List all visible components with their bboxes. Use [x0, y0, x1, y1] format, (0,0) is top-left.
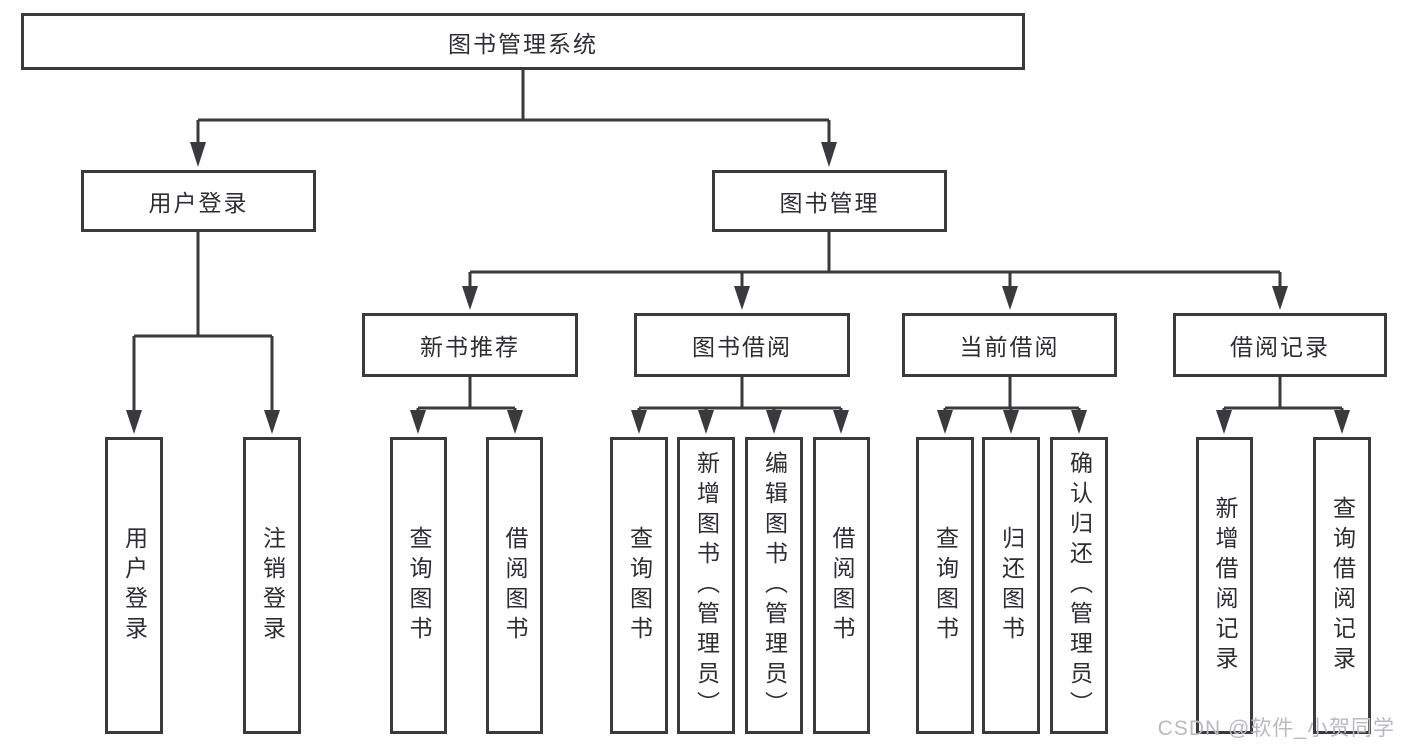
leaf-records-add-record-label: 新增借阅记录	[1212, 495, 1238, 676]
edge-currentborrow-to-children	[937, 377, 1087, 434]
node-user-login-label: 用户登录	[148, 190, 249, 216]
leaf-rec-borrow-books: 借阅图书	[486, 437, 543, 734]
node-current-borrow-label: 当前借阅	[959, 334, 1060, 360]
edge-root-to-level2	[190, 70, 837, 167]
leaf-borrow-query-books-label: 查询图书	[626, 525, 653, 646]
leaf-records-add-record: 新增借阅记录	[1196, 437, 1253, 734]
edge-borrowrecords-to-children	[1216, 377, 1350, 434]
edge-bookmgmt-to-level3	[462, 232, 1288, 310]
leaf-current-query-books: 查询图书	[916, 437, 974, 734]
node-user-login: 用户登录	[81, 170, 316, 232]
leaf-current-confirm-return-admin-label: 确认归还（管理员）	[1066, 450, 1093, 721]
leaf-current-query-books-label: 查询图书	[932, 525, 959, 646]
node-new-book-recommend-label: 新书推荐	[420, 334, 520, 360]
leaf-rec-borrow-books-label: 借阅图书	[502, 525, 528, 646]
leaf-rec-query-books-label: 查询图书	[406, 525, 432, 646]
leaf-user-login: 用户登录	[105, 437, 163, 734]
leaf-borrow-edit-books-admin-label: 编辑图书（管理员）	[761, 450, 788, 721]
leaf-user-login-label: 用户登录	[121, 525, 148, 646]
leaf-borrow-edit-books-admin: 编辑图书（管理员）	[745, 437, 803, 734]
leaf-logout-label: 注销登录	[259, 525, 286, 646]
csdn-watermark: CSDN @软件_小贺同学	[1157, 717, 1395, 740]
leaf-current-confirm-return-admin: 确认归还（管理员）	[1050, 437, 1108, 734]
leaf-borrow-add-books-admin: 新增图书（管理员）	[677, 437, 735, 734]
node-book-management-label: 图书管理	[779, 190, 880, 216]
edge-bookborrow-to-children	[631, 377, 849, 434]
node-borrow-records-label: 借阅记录	[1230, 334, 1330, 360]
node-new-book-recommend: 新书推荐	[362, 313, 578, 377]
leaf-current-return-books: 归还图书	[982, 437, 1040, 734]
leaf-borrow-add-books-admin-label: 新增图书（管理员）	[693, 450, 720, 721]
node-root: 图书管理系统	[21, 13, 1025, 70]
node-book-borrow-label: 图书借阅	[692, 334, 792, 360]
leaf-logout: 注销登录	[243, 437, 301, 734]
leaf-records-query-record-label: 查询借阅记录	[1329, 495, 1356, 676]
node-borrow-records: 借阅记录	[1173, 313, 1387, 377]
leaf-rec-query-books: 查询图书	[390, 437, 447, 734]
leaf-borrow-borrow-books: 借阅图书	[813, 437, 870, 734]
edge-userlogin-to-children	[126, 232, 280, 434]
node-book-management: 图书管理	[712, 170, 947, 232]
node-book-borrow: 图书借阅	[634, 313, 850, 377]
edge-newbookrec-to-children	[410, 377, 523, 434]
node-current-borrow: 当前借阅	[902, 313, 1117, 377]
node-root-label: 图书管理系统	[448, 30, 598, 57]
leaf-borrow-query-books: 查询图书	[610, 437, 668, 734]
leaf-current-return-books-label: 归还图书	[998, 525, 1025, 646]
leaf-records-query-record: 查询借阅记录	[1313, 437, 1371, 734]
leaf-borrow-borrow-books-label: 借阅图书	[829, 525, 855, 646]
